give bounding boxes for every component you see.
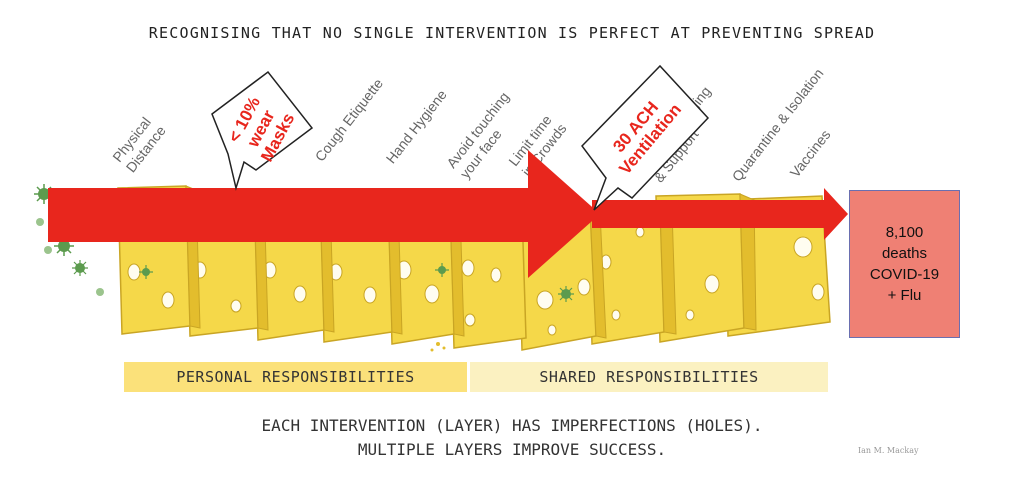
virus-particles [34,184,574,302]
caption-line-2: MULTIPLE LAYERS IMPROVE SUCCESS. [357,440,667,459]
virus-icon [34,184,54,204]
virus-icon [435,263,449,277]
cheese-crumbs [430,342,446,352]
diagram-title: RECOGNISING THAT NO SINGLE INTERVENTION … [148,24,876,42]
shared-responsibilities-band: SHARED RESPONSIBILITIES [470,362,828,392]
virus-icon [44,246,52,254]
virus-icon [36,218,44,226]
caption-line-1: EACH INTERVENTION (LAYER) HAS IMPERFECTI… [261,416,763,435]
outcome-line: + Flu [887,287,922,304]
virus-icon [54,236,74,256]
virus-icon [139,265,153,279]
outcome-line: COVID-19 [869,266,940,283]
outcome-line: deaths [881,245,928,262]
author-signature: Ian M. Mackay [858,446,919,455]
virus-icon [72,260,88,276]
outcome-box: 8,100 deaths COVID-19 + Flu [849,190,960,338]
transmission-arrow-tail [592,188,848,240]
virus-icon [558,286,574,302]
masks-callout-bubble [211,70,314,191]
ventilation-callout-bubble [581,64,710,211]
outcome-line: 8,100 [885,224,924,241]
virus-icon [96,288,104,296]
transmission-arrow [48,150,600,278]
personal-responsibilities-band: PERSONAL RESPONSIBILITIES [124,362,467,392]
